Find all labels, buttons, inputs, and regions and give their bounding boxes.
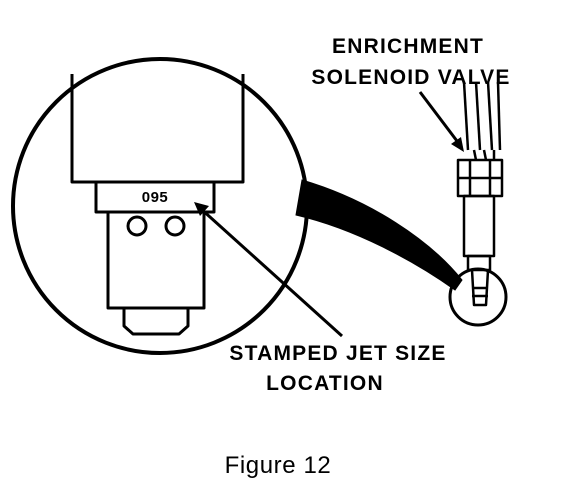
figure-caption: Figure 12 <box>225 452 332 479</box>
stamped-leader-arrow <box>194 202 344 338</box>
enrichment-label-line1: ENRICHMENT <box>332 35 484 58</box>
solenoid-valve <box>456 81 504 307</box>
stamped-label-line2: LOCATION <box>266 372 384 395</box>
jet-lower-body <box>106 212 206 310</box>
enrichment-label-line2: SOLENOID VALVE <box>311 66 510 89</box>
jet-port-right <box>164 215 186 237</box>
jet-size-code: 095 <box>142 189 169 206</box>
valve-upper-body <box>70 74 245 184</box>
stamped-collar <box>94 180 216 214</box>
solenoid-leader-arrow <box>418 91 464 152</box>
stamped-label-line1: STAMPED JET SIZE <box>229 342 446 365</box>
magnification-wedge <box>295 179 463 291</box>
jet-port-left <box>126 215 148 237</box>
detail-callout-circle <box>448 267 508 327</box>
jet-tip <box>122 308 190 336</box>
